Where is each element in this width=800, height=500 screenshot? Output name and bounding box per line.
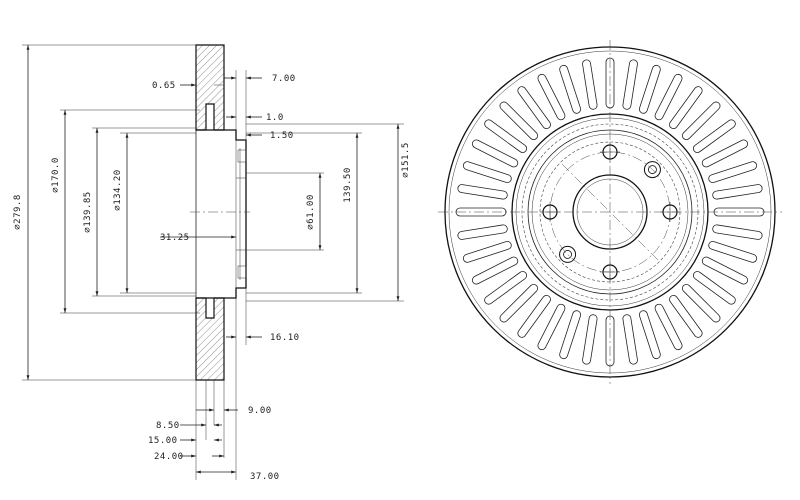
dim-61: ⌀61.00: [306, 194, 316, 230]
dim-7-00: 7.00: [272, 74, 296, 84]
dim-0-65: 0.65: [152, 81, 176, 91]
dim-139-85: ⌀139.85: [83, 191, 93, 232]
vent-slot: [654, 303, 683, 351]
vent-slot: [457, 224, 508, 240]
front-view: [438, 40, 782, 384]
dim-outer-diameter: ⌀279.8: [13, 194, 23, 230]
dim-151-5: ⌀151.5: [401, 142, 411, 178]
dim-139-50: 139.50: [343, 167, 353, 203]
vent-slot: [462, 240, 512, 263]
vent-slot: [517, 86, 551, 130]
vent-slot: [462, 161, 512, 184]
dim-8-50: 8.50: [156, 421, 180, 431]
vent-slot: [692, 119, 736, 153]
dim-134-20: ⌀134.20: [113, 169, 123, 210]
vent-slot: [484, 271, 528, 305]
dim-24-00: 24.00: [154, 452, 184, 462]
vent-slot: [471, 256, 519, 285]
vent-slot: [457, 184, 508, 200]
vent-slot: [669, 294, 703, 338]
dim-1-0: 1.0: [266, 113, 284, 123]
vent-slot: [681, 101, 721, 141]
dim-170: ⌀170.0: [51, 157, 61, 193]
vent-slot: [712, 184, 763, 200]
vent-slot: [654, 73, 683, 121]
dim-15-00: 15.00: [148, 436, 178, 446]
vent-slot: [638, 310, 661, 360]
vent-slot: [622, 59, 638, 110]
vent-slot: [712, 224, 763, 240]
section-view: ⌀279.8 ⌀170.0 ⌀139.85 ⌀134.20 ⌀151.5 139…: [13, 44, 411, 482]
vent-slot: [692, 271, 736, 305]
vent-slot: [669, 86, 703, 130]
dim-1-50: 1.50: [270, 131, 294, 141]
dim-9-00: 9.00: [248, 406, 272, 416]
vent-slot: [559, 310, 582, 360]
vent-slot: [582, 59, 598, 110]
vent-slot: [681, 283, 721, 323]
vent-slot: [638, 64, 661, 114]
vent-slot: [701, 139, 749, 168]
vent-slot: [484, 119, 528, 153]
upper-rotor-section: [195, 44, 225, 131]
vent-slot: [499, 283, 539, 323]
vent-slot: [559, 64, 582, 114]
vent-slot: [537, 73, 566, 121]
dim-16-10: 16.10: [270, 333, 300, 343]
dim-31-25: 31.25: [160, 233, 190, 243]
vent-slot: [537, 303, 566, 351]
hat-section: [196, 129, 247, 299]
vent-slot: [708, 240, 758, 263]
lower-rotor-section: [195, 297, 225, 381]
vent-slot: [708, 161, 758, 184]
vent-slot: [517, 294, 551, 338]
locating-hole: [643, 161, 661, 179]
vent-slot: [499, 101, 539, 141]
locating-hole: [559, 245, 577, 263]
vent-slot: [622, 314, 638, 365]
vent-slot: [582, 314, 598, 365]
dim-37-00: 37.00: [250, 472, 280, 482]
vent-slot: [471, 139, 519, 168]
vent-slot: [701, 256, 749, 285]
